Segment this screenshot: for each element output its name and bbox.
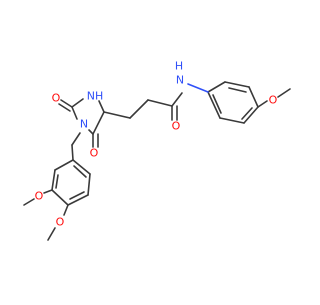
bond xyxy=(248,86,259,108)
bond xyxy=(129,99,149,119)
bond xyxy=(277,88,291,98)
bond xyxy=(92,111,105,135)
bond xyxy=(207,91,221,119)
methoxy-o-right-label: O xyxy=(269,94,278,107)
bond xyxy=(147,99,173,107)
bond xyxy=(51,169,56,191)
ring-nh-label: NH xyxy=(87,90,104,103)
bond xyxy=(171,92,183,107)
bond xyxy=(67,194,89,206)
bond xyxy=(87,173,91,196)
bond xyxy=(58,103,71,112)
bond xyxy=(228,87,247,93)
bond xyxy=(224,81,250,88)
bond xyxy=(72,159,91,175)
bond xyxy=(55,174,59,189)
bond xyxy=(73,165,87,178)
bond xyxy=(54,159,74,171)
ring-o-top-label: O xyxy=(52,92,61,105)
bond xyxy=(71,98,84,108)
bond xyxy=(71,144,74,161)
ring-n-label: N xyxy=(80,118,88,131)
bond xyxy=(241,107,253,120)
structure-diagram: H N O NH N O O O O O xyxy=(23,60,291,241)
bond xyxy=(187,83,209,93)
amide-h-label: H xyxy=(175,60,183,73)
bond xyxy=(47,227,56,241)
bond xyxy=(98,100,105,113)
bond xyxy=(243,106,259,124)
bond xyxy=(219,117,245,124)
bond xyxy=(207,81,226,93)
bond xyxy=(63,204,69,216)
bond xyxy=(60,99,73,108)
bond xyxy=(23,198,35,206)
bond xyxy=(43,189,53,194)
bond xyxy=(51,189,69,206)
methoxy-o-left-lower-label: O xyxy=(56,216,65,229)
bond xyxy=(88,129,94,135)
amide-o-label: O xyxy=(172,120,181,133)
molecule-canvas: H N O NH N O O O O O xyxy=(23,60,291,241)
bond xyxy=(257,100,268,108)
ring-o-bottom-label: O xyxy=(90,147,99,160)
bond xyxy=(212,94,222,114)
bond xyxy=(69,191,85,200)
bonds xyxy=(23,81,291,241)
bond xyxy=(71,106,78,120)
bond xyxy=(103,111,131,119)
bond xyxy=(71,132,81,146)
amide-n-label: N xyxy=(176,74,184,87)
methoxy-o-left-upper-label: O xyxy=(35,190,44,203)
atom-labels: H N O NH N O O O O O xyxy=(35,60,278,229)
